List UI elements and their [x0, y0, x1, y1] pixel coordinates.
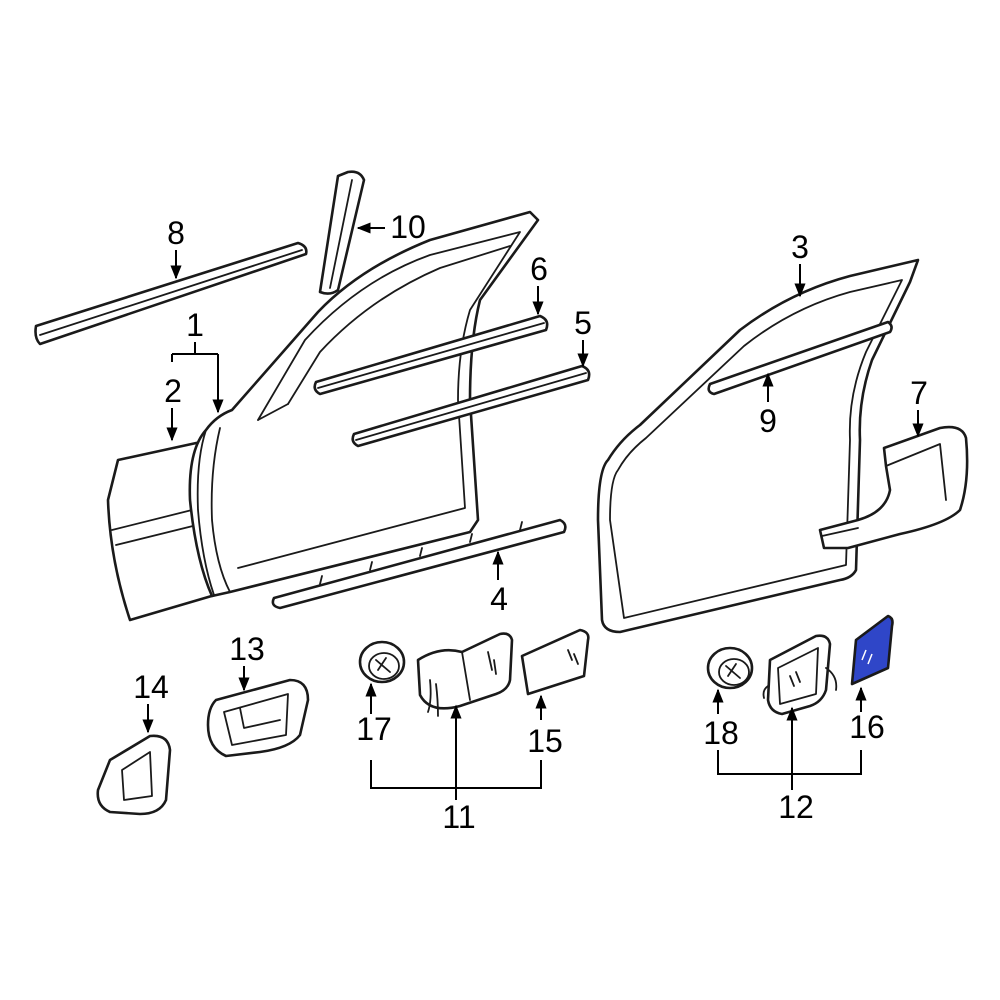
callout-5: 5	[574, 305, 592, 341]
part-10-pillar-trim[interactable]	[318, 170, 366, 295]
callout-14: 14	[133, 669, 169, 705]
callout-13: 13	[229, 631, 265, 667]
part-18-mirror-motor[interactable]	[706, 646, 754, 690]
callout-18: 18	[703, 715, 739, 751]
part-9-run-channel[interactable]	[707, 320, 893, 396]
leader-lines	[142, 222, 924, 800]
callout-2: 2	[164, 373, 182, 409]
callout-10: 10	[390, 209, 426, 245]
callout-15: 15	[527, 723, 563, 759]
part-17-mirror-motor[interactable]	[358, 640, 406, 684]
part-13-mirror-housing[interactable]	[206, 678, 310, 758]
part-16-mirror-glass-highlighted[interactable]	[850, 614, 894, 686]
callout-8: 8	[167, 215, 185, 251]
callout-11: 11	[442, 799, 475, 835]
part-6-inner-weatherstrip[interactable]	[313, 314, 549, 396]
callout-9: 9	[759, 403, 777, 439]
part-5-outer-weatherstrip[interactable]	[351, 364, 591, 448]
part-3-door-seal[interactable]	[596, 258, 920, 634]
callout-1: 1	[186, 307, 204, 343]
callout-labels: 8 10 1 2 6 5 4 3 9 7 13 14 17 15 11 18 1…	[133, 209, 928, 835]
part-7-armrest[interactable]	[818, 425, 969, 550]
callout-3: 3	[791, 229, 809, 265]
callout-4: 4	[490, 581, 508, 617]
callout-12: 12	[778, 789, 814, 825]
callout-17: 17	[356, 711, 392, 747]
part-8-belt-molding[interactable]	[34, 241, 308, 346]
part-15-mirror-glass[interactable]	[520, 628, 590, 696]
part-1-front-door[interactable]	[106, 210, 540, 622]
part-14-mirror-cover[interactable]	[96, 734, 172, 816]
callout-7: 7	[910, 375, 928, 411]
part-11-mirror-assembly[interactable]	[416, 632, 514, 717]
callout-16: 16	[849, 709, 885, 745]
callout-6: 6	[530, 251, 548, 287]
part-4-lower-molding[interactable]	[271, 518, 567, 610]
part-12-mirror-assembly[interactable]	[762, 634, 838, 716]
